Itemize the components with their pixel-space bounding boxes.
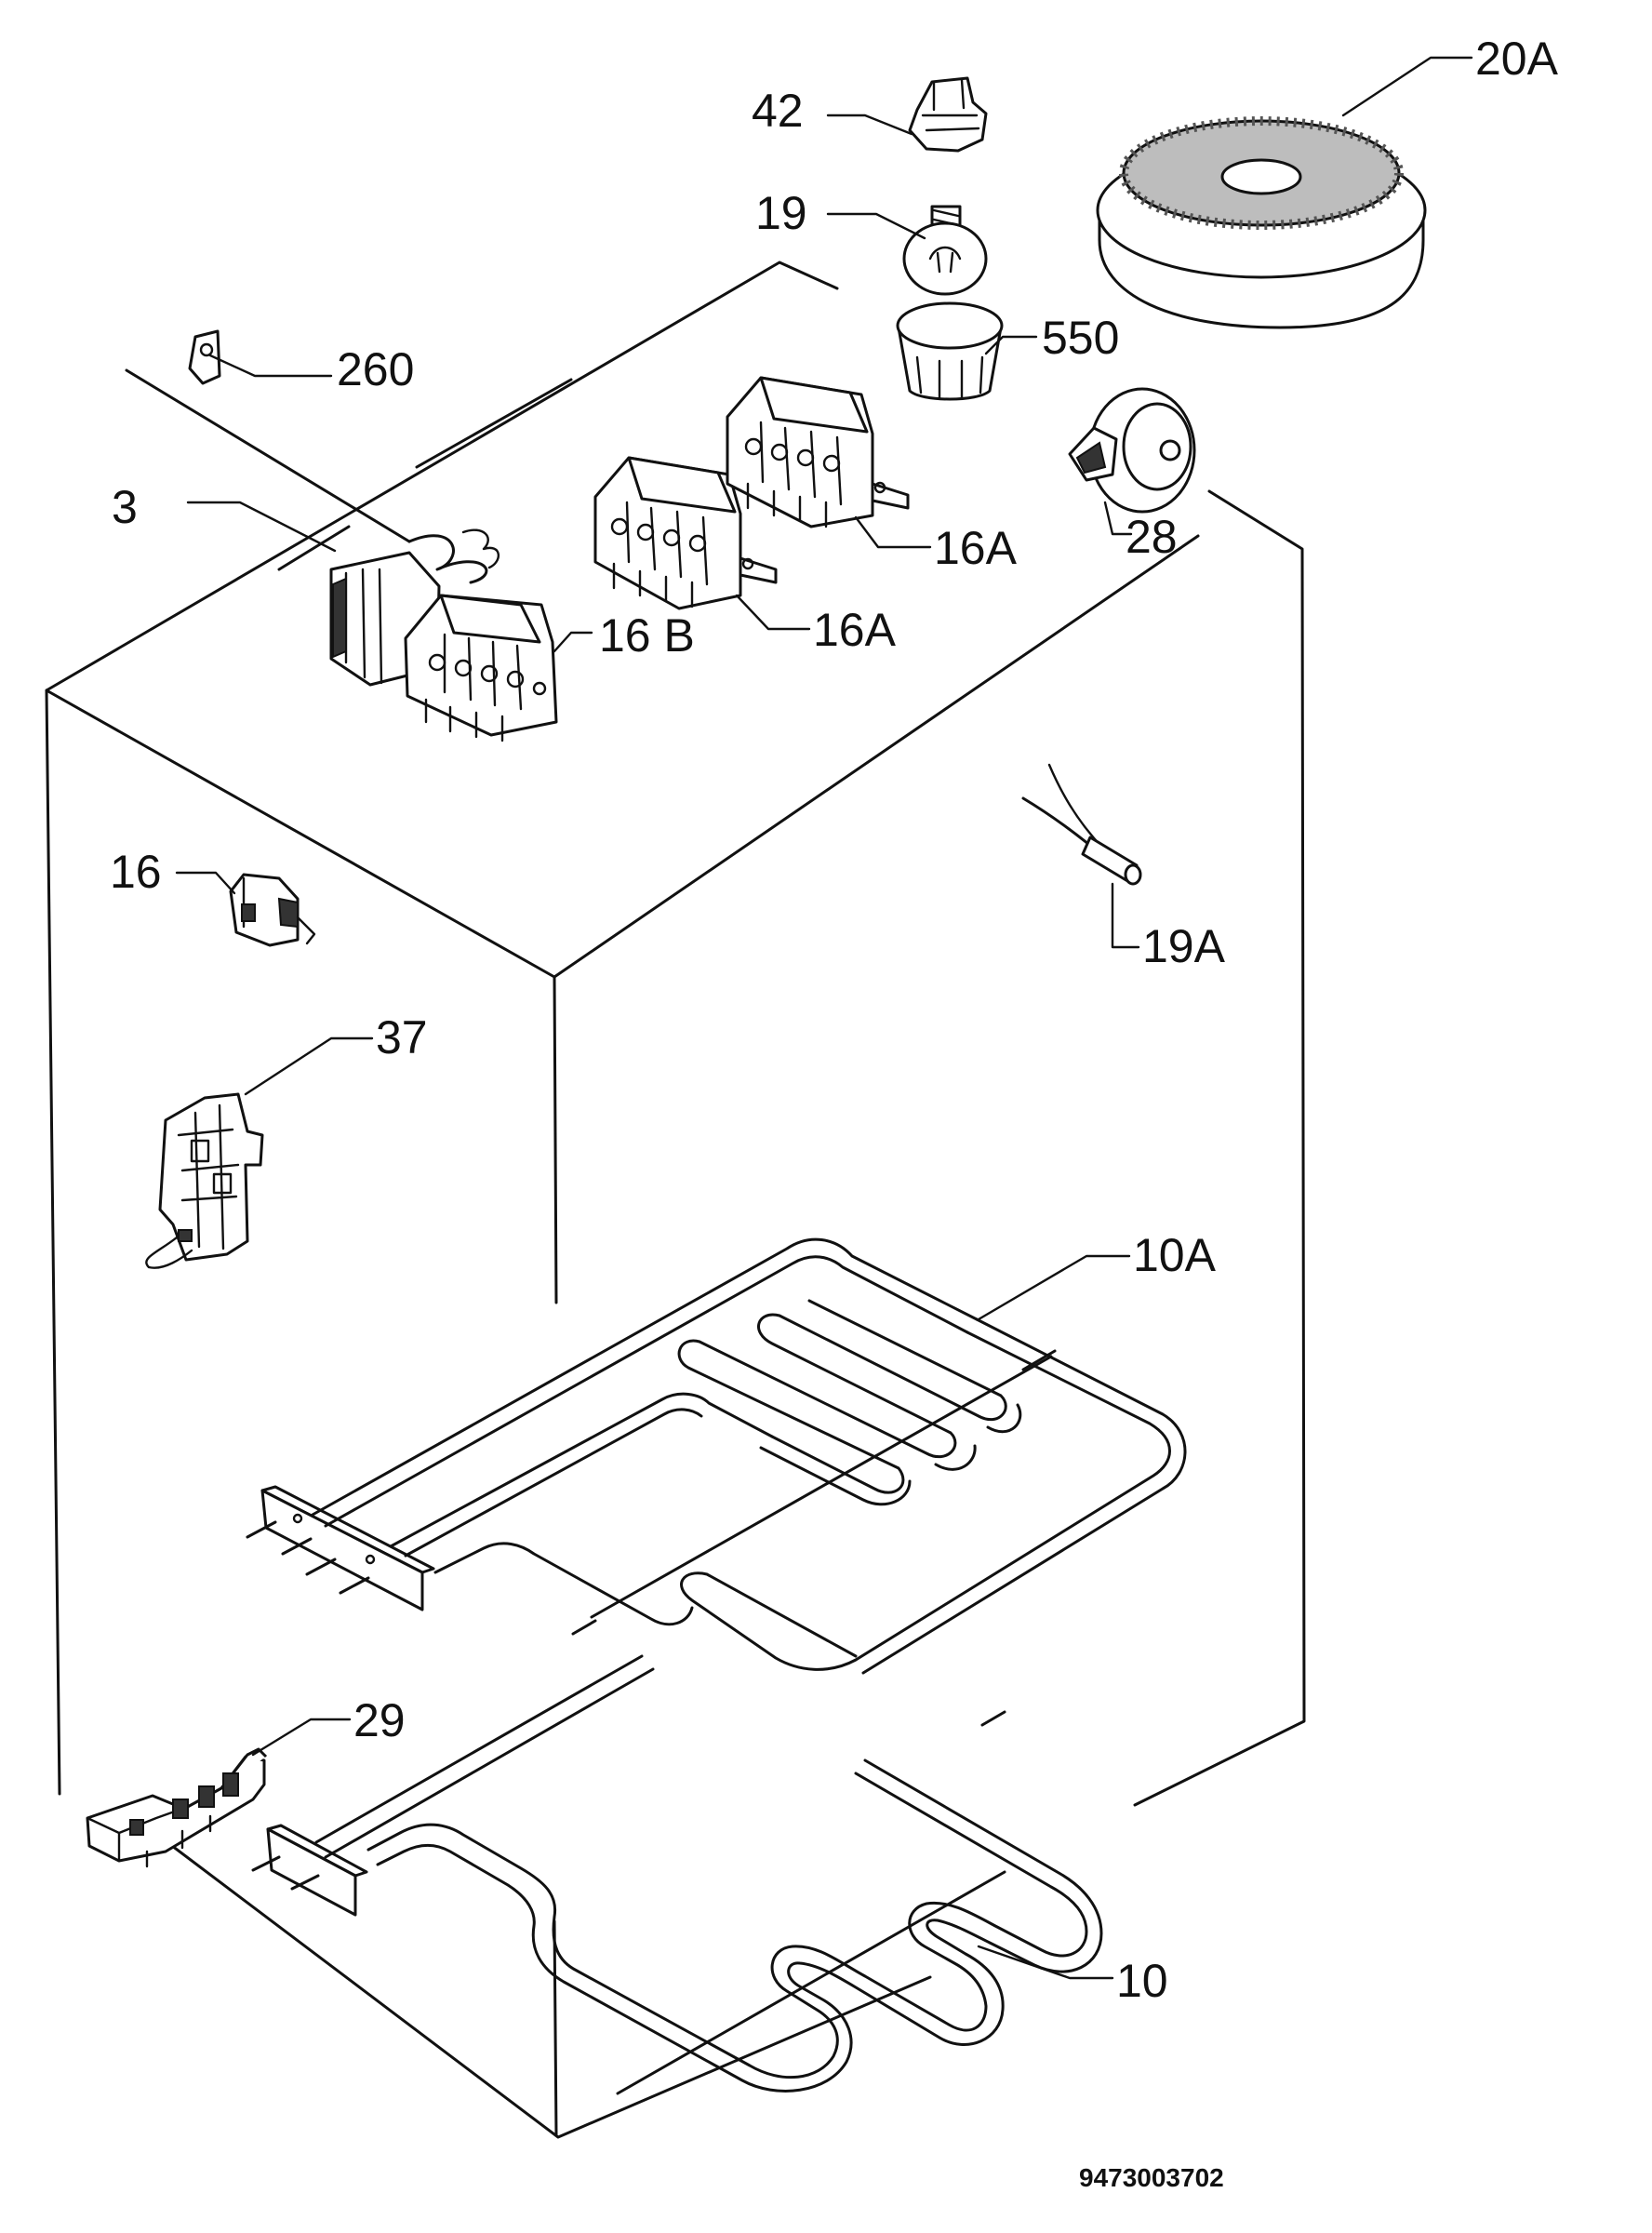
- lamp-cover-550: [896, 301, 1004, 401]
- part-labels: 20A 42 19 550 260 3 16A 28 16A 16 B 16 1…: [110, 33, 1559, 2192]
- label-10a: 10A: [1133, 1229, 1217, 1281]
- bracket-260: [125, 329, 500, 584]
- label-16: 16: [110, 846, 162, 898]
- grill-element-10a: [246, 1237, 1187, 1675]
- bottom-element-10: [251, 1654, 1103, 2095]
- leader-lines: [175, 56, 1473, 1980]
- hotplate-20a: [1096, 116, 1427, 329]
- selector-switch-16a-lower: [593, 456, 778, 610]
- label-550: 550: [1042, 312, 1119, 364]
- label-19a: 19A: [1142, 920, 1226, 972]
- motor-28: [1068, 387, 1196, 514]
- terminal-block-29: [86, 1747, 268, 1868]
- door-lock-37: [145, 1092, 264, 1269]
- label-16a-upper: 16A: [934, 522, 1018, 574]
- cabinet-outline: [45, 261, 1306, 2139]
- lamp-bulb-19: [902, 205, 988, 296]
- lamp-holder-42: [908, 76, 988, 153]
- label-16b: 16 B: [599, 609, 695, 662]
- selector-switch-16a-upper: [726, 376, 910, 528]
- label-10: 10: [1116, 1955, 1168, 2007]
- sensor-19a: [1021, 763, 1142, 886]
- rotary-switch-16b: [404, 594, 558, 742]
- label-28: 28: [1126, 511, 1178, 563]
- label-20a: 20A: [1475, 33, 1559, 85]
- label-3: 3: [112, 481, 138, 533]
- label-260: 260: [337, 343, 414, 395]
- label-42: 42: [752, 85, 804, 137]
- label-16a-lower: 16A: [813, 604, 897, 656]
- push-switch-16: [229, 873, 316, 947]
- label-19: 19: [755, 187, 807, 239]
- label-37: 37: [376, 1011, 428, 1063]
- drawing-code: 9473003702: [1079, 2163, 1224, 2192]
- label-29: 29: [353, 1694, 406, 1746]
